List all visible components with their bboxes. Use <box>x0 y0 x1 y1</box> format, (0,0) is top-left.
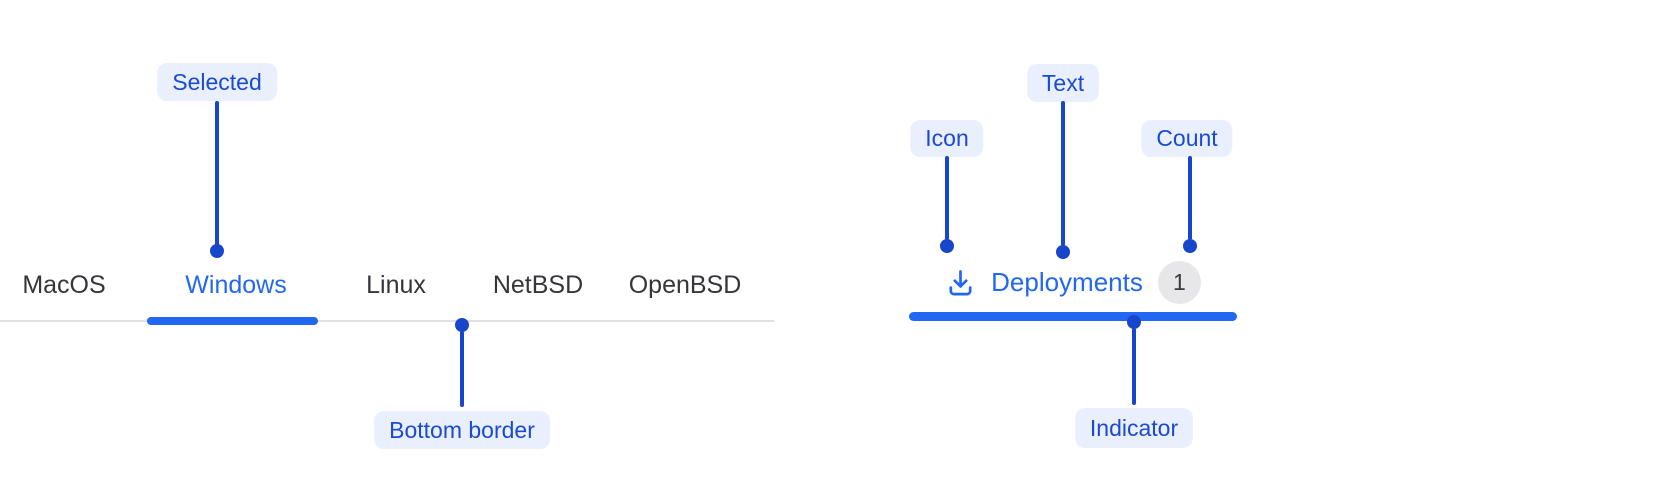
annotation-label-bottom-border: Bottom border <box>374 411 550 449</box>
annotation-dot-selected <box>210 244 224 258</box>
download-icon <box>945 267 976 298</box>
annotation-label-selected: Selected <box>157 63 277 101</box>
tab-linux[interactable]: Linux <box>366 271 426 299</box>
tab-deployments-count-badge: 1 <box>1157 260 1201 304</box>
annotation-label-text: Text <box>1026 64 1100 102</box>
annotation-label-icon: Icon <box>910 120 984 157</box>
annotation-line-selected <box>215 101 219 246</box>
annotation-dot-bottom-border <box>455 318 469 332</box>
annotation-dot-count <box>1183 239 1197 253</box>
selected-tab-underline <box>147 317 318 325</box>
tab-macos[interactable]: MacOS <box>22 271 106 299</box>
annotation-dot-text <box>1056 245 1070 259</box>
annotation-label-count: Count <box>1141 120 1233 157</box>
annotation-line-indicator <box>1132 328 1136 405</box>
annotation-line-text <box>1061 101 1065 246</box>
tab-deployments-label: Deployments <box>991 266 1143 297</box>
tab-netbsd[interactable]: NetBSD <box>492 271 584 299</box>
tab-deployments[interactable]: Deployments 1 <box>909 258 1237 306</box>
tab-bar-bottom-border <box>0 320 774 322</box>
annotation-dot-icon <box>940 239 954 253</box>
annotation-line-count <box>1188 156 1192 240</box>
annotation-dot-indicator <box>1127 315 1141 329</box>
selected-tab-indicator <box>909 312 1237 321</box>
annotation-line-icon <box>945 156 949 240</box>
tab-openbsd[interactable]: OpenBSD <box>628 271 742 299</box>
tab-windows[interactable]: Windows <box>185 271 287 299</box>
annotation-label-indicator: Indicator <box>1074 408 1194 448</box>
annotation-line-bottom-border <box>460 331 464 407</box>
